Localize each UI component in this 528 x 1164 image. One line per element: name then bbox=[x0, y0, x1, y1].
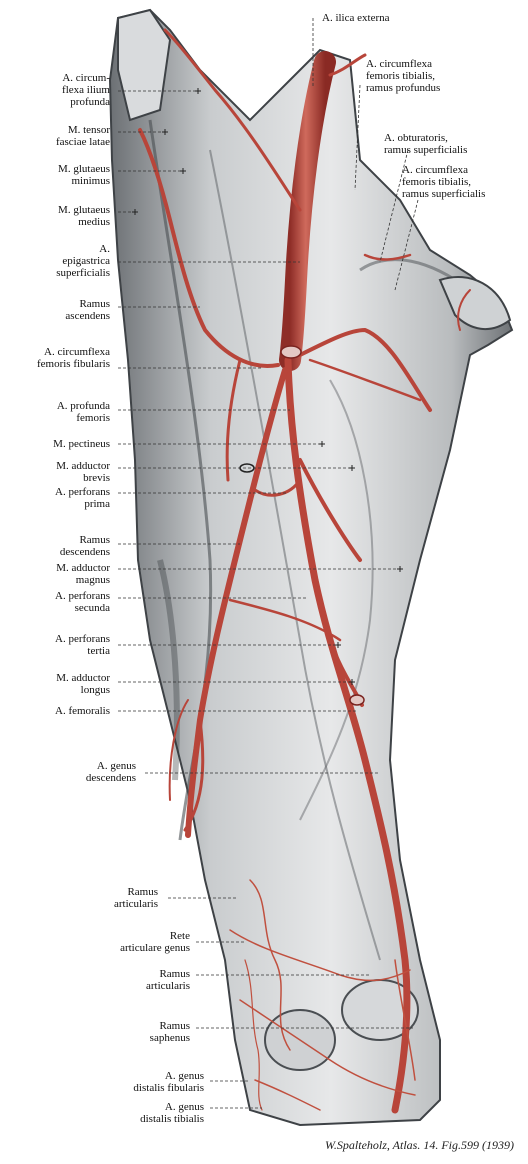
label-a-circumflexa-femoris-tibialis-profundus: A. circumflexa femoris tibialis, ramus p… bbox=[366, 58, 441, 94]
label-ramus-articularis-upper: Ramus articularis bbox=[114, 886, 158, 910]
leader-markers bbox=[132, 88, 403, 685]
label-rete-articulare-genus: Rete articulare genus bbox=[120, 930, 190, 954]
figure-credit: W.Spalteholz, Atlas. 14. Fig.599 (1939) bbox=[325, 1138, 514, 1152]
label-a-profunda-femoris: A. profunda femoris bbox=[56, 400, 110, 424]
label-m-adductor-longus: M. adductor longus bbox=[56, 672, 110, 696]
label-a-perforans-tertia: A. perforans tertia bbox=[55, 633, 110, 657]
medial-circumflex-artery bbox=[298, 328, 432, 412]
label-a-genus-distalis-tibialis: A. genus distalis tibialis bbox=[140, 1101, 204, 1125]
leader-lines bbox=[118, 18, 419, 1109]
cut-vessel-end bbox=[280, 345, 302, 359]
label-a-perforans-secunda: A. perforans secunda bbox=[55, 590, 110, 614]
label-ramus-articularis-lower: Ramus articularis bbox=[146, 968, 190, 992]
label-m-tensor-fasciae-latae: M. tensor fasciae latae bbox=[55, 124, 110, 148]
label-a-epigastrica-superficialis: A. epigastrica superficialis bbox=[56, 243, 110, 279]
label-a-genus-distalis-fibularis: A. genus distalis fibularis bbox=[133, 1070, 204, 1094]
label-ramus-ascendens: Ramus ascendens bbox=[65, 298, 110, 322]
label-a-obturatoris-superficialis: A. obturatoris, ramus superficialis bbox=[384, 132, 468, 156]
label-m-adductor-magnus: M. adductor magnus bbox=[56, 562, 110, 586]
label-a-perforans-prima: A. perforans prima bbox=[55, 486, 110, 510]
label-a-femoralis: A. femoralis bbox=[55, 705, 110, 717]
label-m-pectineus: M. pectineus bbox=[53, 438, 110, 450]
external-iliac-artery bbox=[279, 51, 336, 371]
label-a-circumflexa-ilium-profunda: A. circum- flexa ilium profunda bbox=[62, 72, 110, 108]
lateral-circumflex-artery bbox=[138, 128, 280, 368]
femoral-artery bbox=[284, 356, 411, 1114]
label-a-circumflexa-femoris-tibialis-superficialis: A. circumflexa femoris tibialis, ramus s… bbox=[402, 164, 486, 200]
label-a-genus-descendens: A. genus descendens bbox=[85, 760, 136, 784]
arterial-tree bbox=[138, 28, 471, 1114]
label-a-circumflexa-femoris-fibularis: A. circumflexa femoris fibularis bbox=[36, 346, 110, 370]
label-ramus-saphenus: Ramus saphenus bbox=[149, 1020, 190, 1044]
deep-femoral-artery bbox=[185, 367, 288, 838]
label-a-ilica-externa: A. ilica externa bbox=[322, 12, 390, 24]
label-m-glutaeus-medius: M. glutaeus medius bbox=[58, 204, 110, 228]
label-m-glutaeus-minimus: M. glutaeus minimus bbox=[58, 163, 110, 187]
label-ramus-descendens: Ramus descendens bbox=[59, 534, 110, 558]
label-m-adductor-brevis: M. adductor brevis bbox=[56, 460, 110, 484]
